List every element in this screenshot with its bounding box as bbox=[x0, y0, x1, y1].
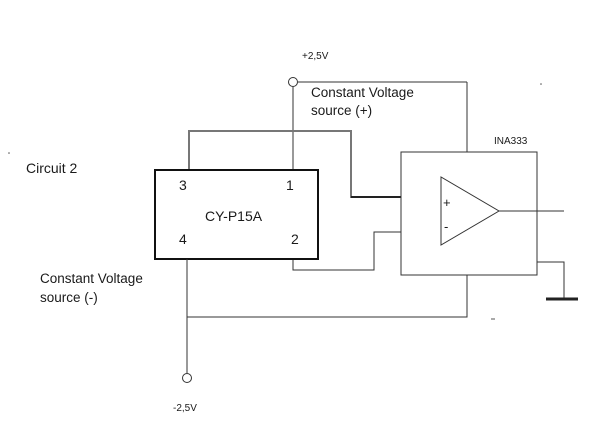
label-source-pos-line1: Constant Voltage bbox=[311, 85, 414, 100]
label-source-neg-line1: Constant Voltage bbox=[40, 271, 143, 286]
label-ina333: INA333 bbox=[494, 136, 528, 147]
pin-label-1: 1 bbox=[286, 177, 294, 193]
terminal-vpos[interactable] bbox=[288, 77, 298, 87]
wire-pin2-to-minus bbox=[292, 231, 441, 271]
stray-dot bbox=[8, 152, 10, 154]
label-sensor-name: CY-P15A bbox=[205, 208, 263, 224]
terminal-vneg[interactable] bbox=[182, 373, 192, 383]
opamp-minus-sign: - bbox=[444, 219, 449, 234]
wire-to-ground bbox=[537, 261, 565, 299]
opamp-plus-sign: + bbox=[443, 195, 451, 210]
label-supply-pos: +2,5V bbox=[302, 51, 329, 62]
pin-label-2: 2 bbox=[291, 231, 299, 247]
opamp-triangle bbox=[440, 176, 500, 246]
wire-vneg-to-ina bbox=[187, 275, 468, 318]
label-source-pos-line2: source (+) bbox=[311, 103, 373, 118]
label-supply-neg: -2,5V bbox=[173, 403, 197, 414]
pin-label-4: 4 bbox=[179, 231, 187, 247]
label-circuit: Circuit 2 bbox=[26, 160, 78, 176]
stray-dot bbox=[540, 83, 542, 85]
pin-label-3: 3 bbox=[179, 177, 187, 193]
label-source-neg-line2: source (-) bbox=[40, 290, 98, 305]
sensor-box bbox=[154, 169, 319, 260]
